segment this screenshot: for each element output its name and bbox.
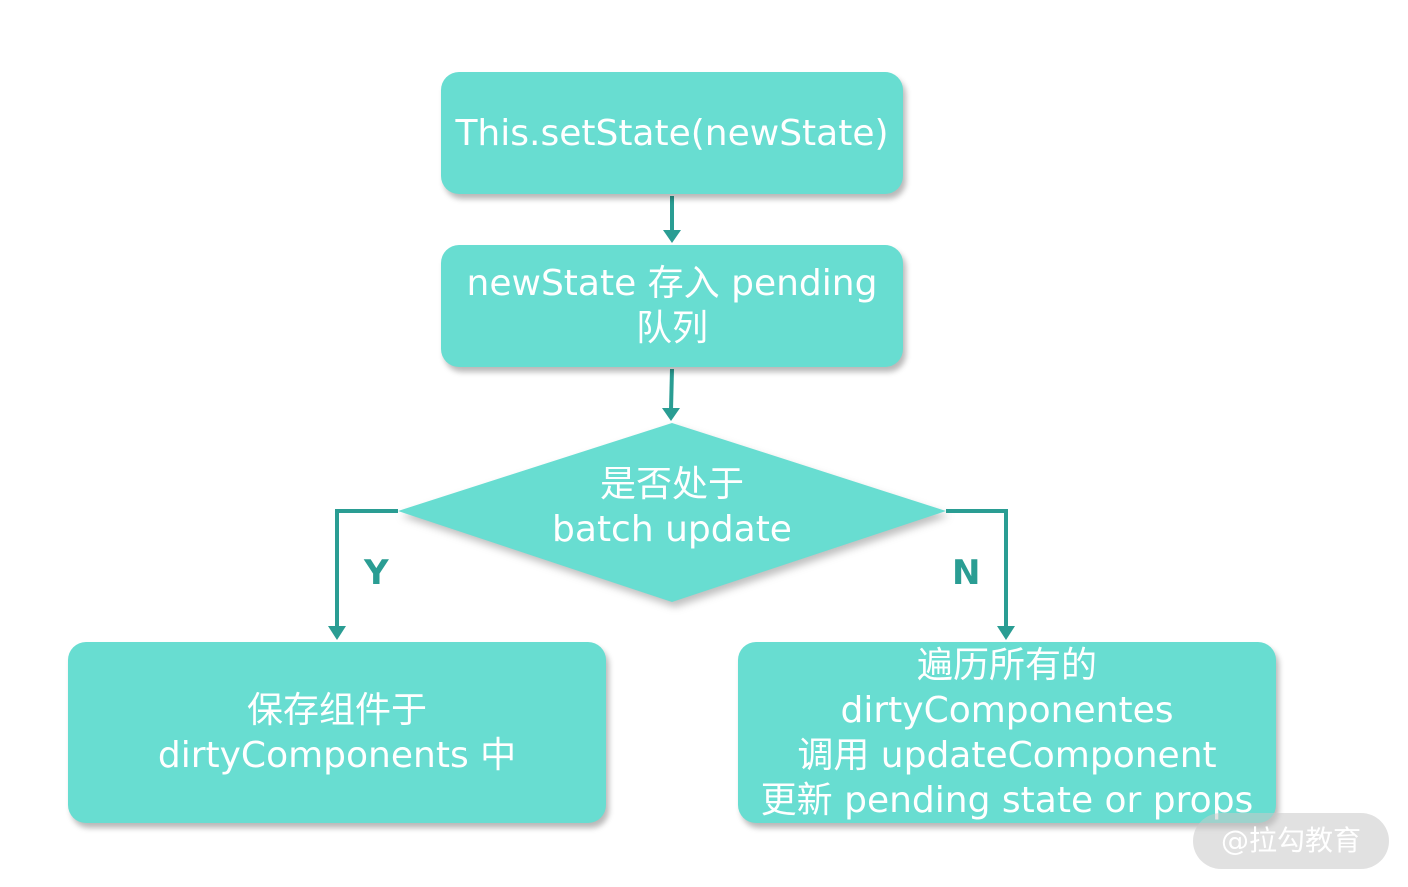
save-dirty-components-line1: 保存组件于	[246, 689, 427, 731]
setstate-node: This.setState(newState)	[441, 72, 903, 194]
watermark-badge: @拉勾教育	[1193, 813, 1389, 869]
arrowhead-decision-to-yes	[328, 626, 346, 640]
setstate-node-text: This.setState(newState)	[455, 112, 889, 154]
update-components-line4: 更新 pending state or props	[760, 779, 1254, 821]
decision-node-line1: 是否处于	[599, 464, 744, 505]
arrowhead-decision-to-no	[997, 626, 1015, 640]
yes-branch-label: Y	[364, 553, 389, 593]
decision-node-line2: batch update	[552, 509, 792, 550]
update-components-line3: 调用 updateComponent	[797, 734, 1217, 776]
update-components-line1: 遍历所有的	[916, 644, 1097, 686]
update-components-node: 遍历所有的 dirtyComponentes 调用 updateComponen…	[738, 642, 1276, 823]
arrow-pending-to-decision	[669, 368, 674, 411]
arrowhead-pending-to-decision	[662, 408, 680, 421]
arrowhead-start-to-pending	[663, 230, 681, 243]
arrow-decision-to-no	[946, 509, 1008, 628]
arrow-decision-to-yes	[335, 509, 398, 628]
pending-queue-node: newState 存入 pending 队列	[441, 245, 903, 367]
save-dirty-components-line2: dirtyComponents 中	[157, 734, 517, 776]
update-components-line2: dirtyComponentes	[840, 689, 1174, 731]
save-dirty-components-node: 保存组件于 dirtyComponents 中	[68, 642, 606, 823]
no-branch-label: N	[952, 553, 981, 593]
decision-diamond	[398, 423, 946, 602]
pending-queue-node-line1: newState 存入 pending	[466, 263, 878, 304]
pending-queue-node-line2: 队列	[635, 308, 708, 349]
decision-node-text: 是否处于 batch update	[520, 462, 824, 552]
